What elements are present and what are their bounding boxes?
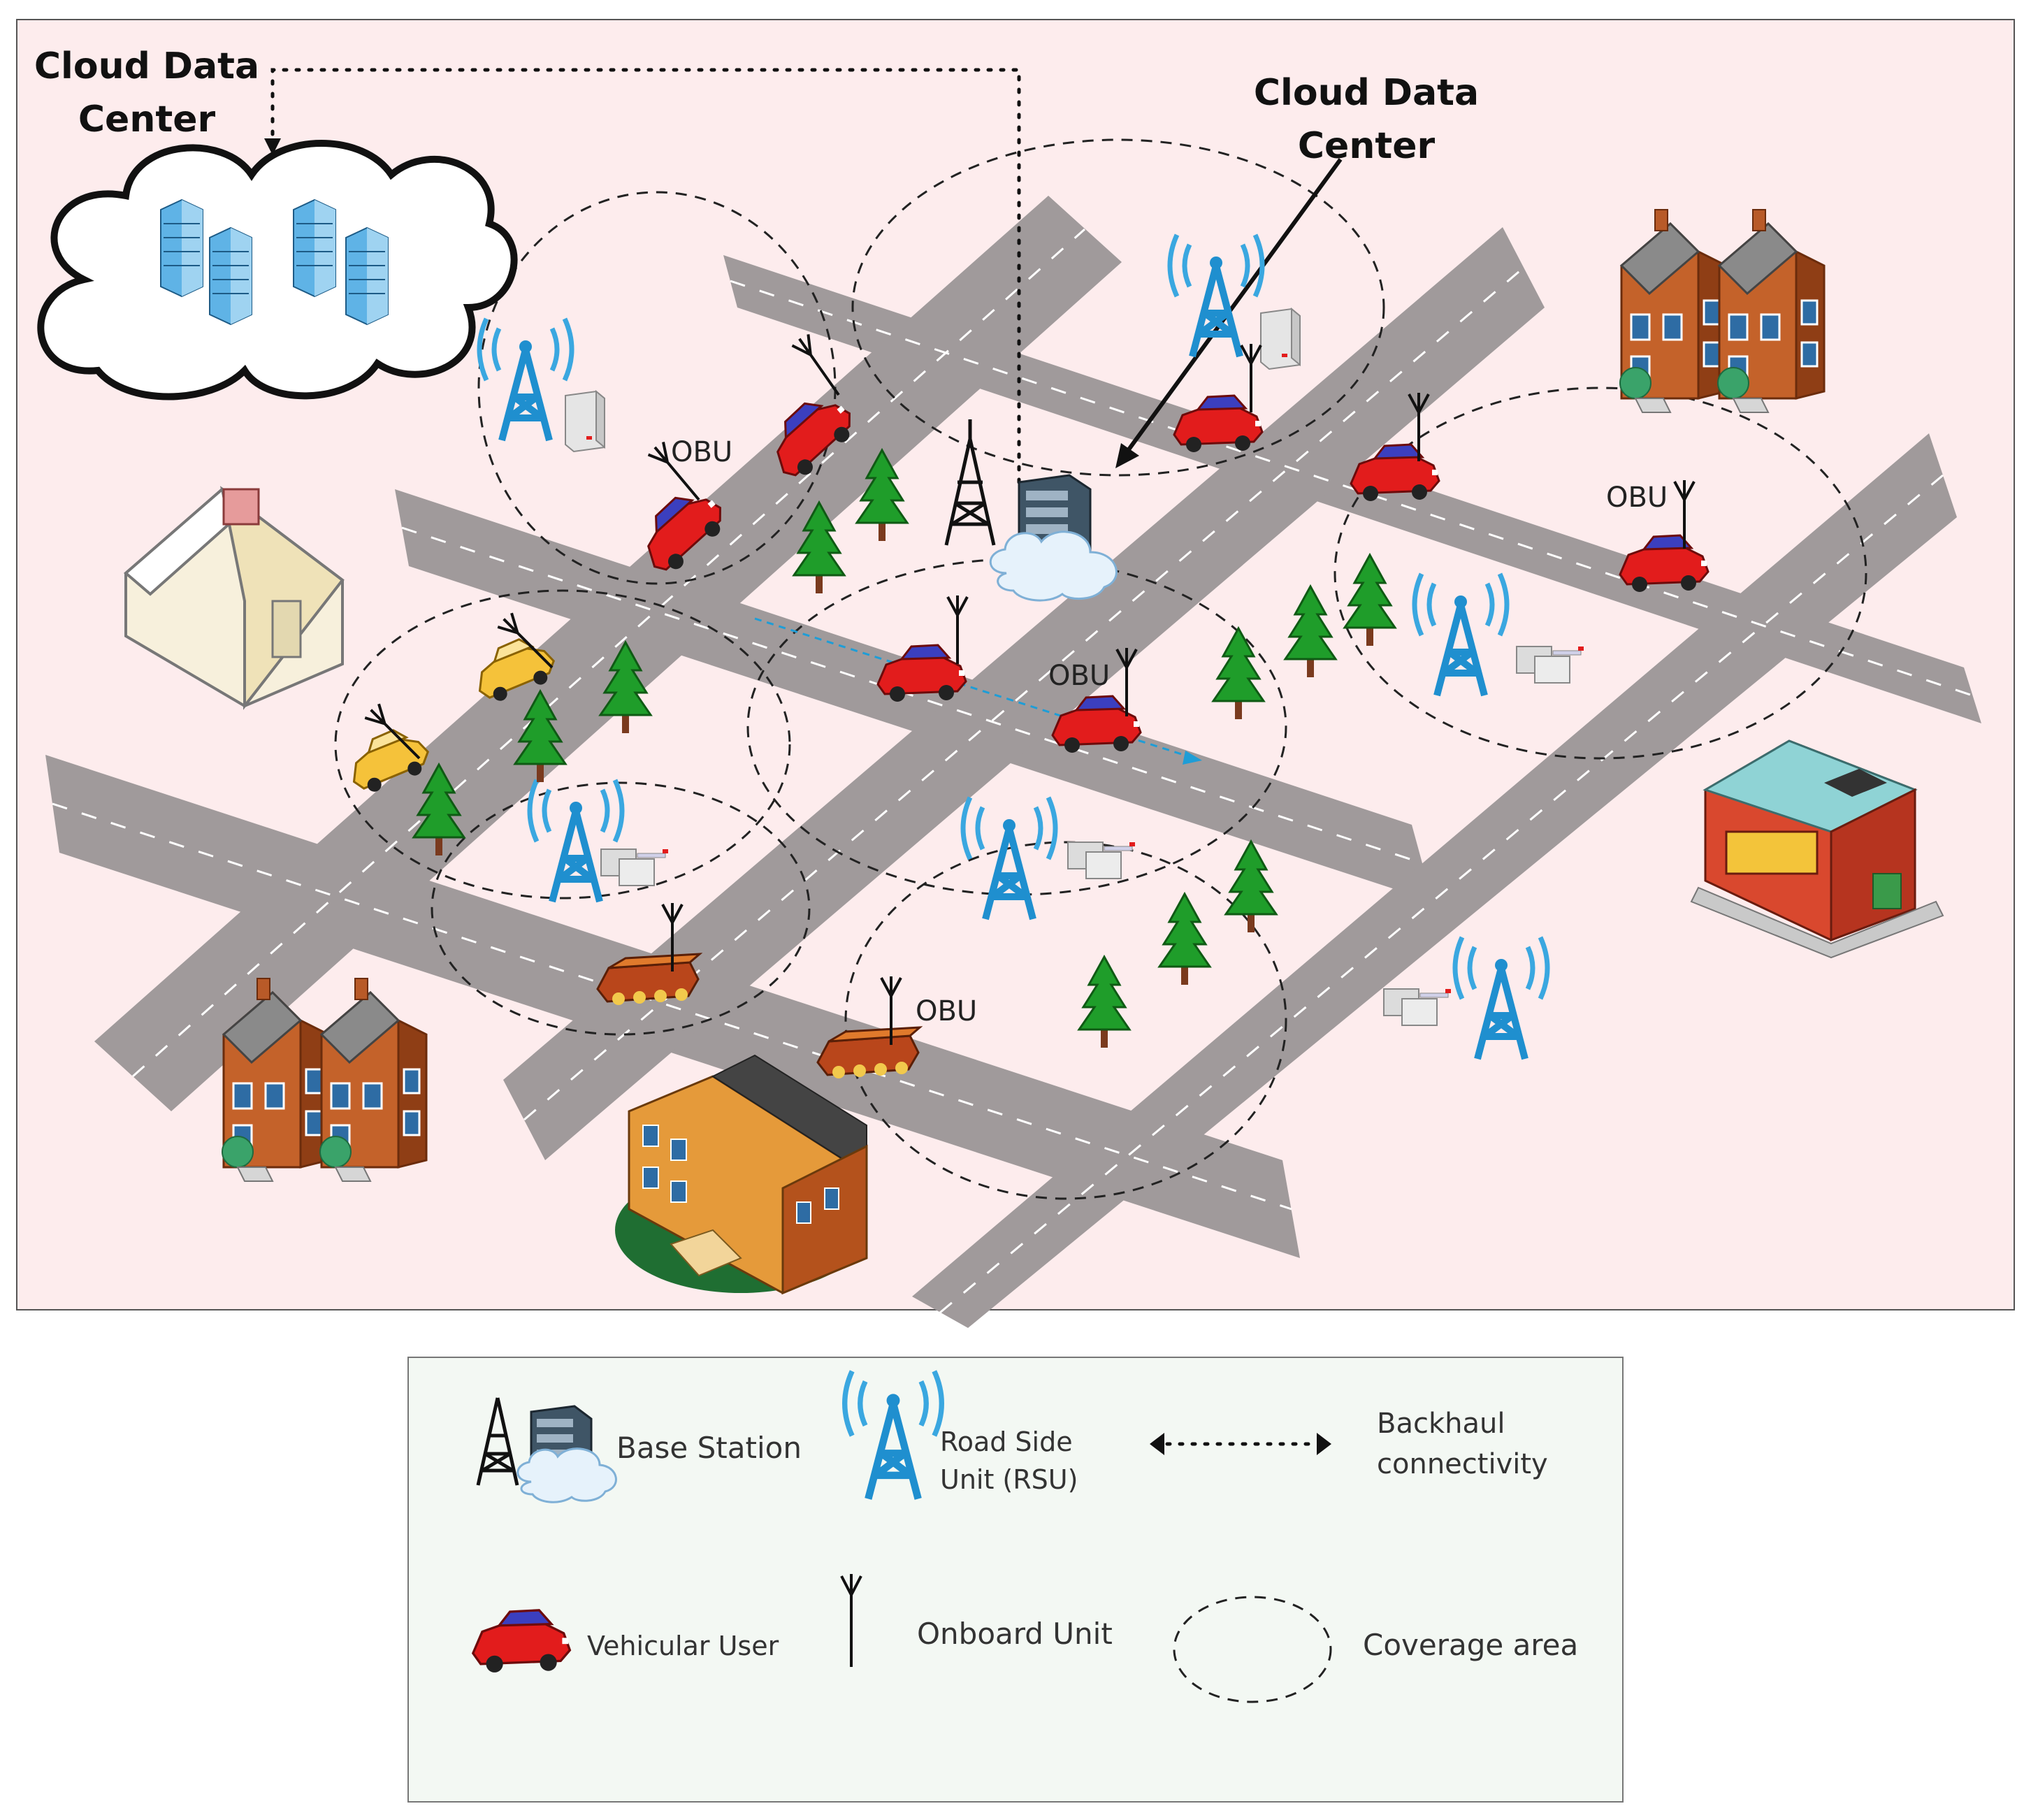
svg-text:Coverage area: Coverage area xyxy=(1363,1628,1578,1662)
svg-text:Backhaul: Backhaul xyxy=(1377,1408,1505,1440)
lattice-tower-icon xyxy=(944,419,996,546)
backhaul-link xyxy=(264,68,1021,484)
coverage-area xyxy=(844,841,1287,1200)
legend-coverage-area: Coverage area xyxy=(1173,1596,1578,1703)
svg-text:OBU: OBU xyxy=(916,995,977,1027)
coverage-areas xyxy=(334,138,1867,1200)
coverage-area xyxy=(334,589,791,900)
svg-text:Cloud Data: Cloud Data xyxy=(34,45,259,87)
legend-vehicular-user: Vehicular User xyxy=(472,1609,779,1674)
server-icon xyxy=(565,391,605,452)
cloud-data-center xyxy=(37,140,518,400)
obu-labels: OBU OBU OBU OBU xyxy=(671,436,1668,1027)
svg-text:Onboard Unit: Onboard Unit xyxy=(917,1617,1113,1651)
antenna-icon xyxy=(840,1574,862,1667)
svg-text:Vehicular User: Vehicular User xyxy=(587,1631,779,1661)
cloud-pointer-arrow xyxy=(1115,158,1343,468)
coverage-area xyxy=(431,781,811,1036)
office-building xyxy=(615,1054,868,1295)
svg-text:Road Side: Road Side xyxy=(940,1427,1073,1457)
svg-text:Base Station: Base Station xyxy=(616,1431,802,1465)
svg-text:Center: Center xyxy=(1298,125,1436,167)
cloud-icon xyxy=(989,530,1118,602)
legend-backhaul: Backhaul connectivity xyxy=(1150,1408,1548,1480)
coverage-area xyxy=(851,138,1385,477)
shop-building xyxy=(1690,739,1944,959)
svg-text:connectivity: connectivity xyxy=(1377,1448,1548,1480)
svg-text:Center: Center xyxy=(78,99,216,140)
svg-text:Cloud Data: Cloud Data xyxy=(1254,72,1479,114)
svg-text:OBU: OBU xyxy=(1048,660,1110,692)
legend-panel xyxy=(407,1357,1624,1803)
base-station xyxy=(944,419,1118,602)
svg-text:OBU: OBU xyxy=(671,436,732,468)
svg-text:Unit (RSU): Unit (RSU) xyxy=(940,1464,1078,1495)
coverage-area xyxy=(1333,387,1867,760)
cloud-left-label: Cloud Data Center xyxy=(34,45,259,140)
svg-text:OBU: OBU xyxy=(1606,482,1668,514)
house-white xyxy=(123,486,345,710)
legend-onboard-unit: Onboard Unit xyxy=(840,1574,1113,1667)
legend-rsu: Road Side Unit (RSU) xyxy=(845,1371,1078,1499)
dashed-ellipse-icon xyxy=(1173,1596,1332,1703)
legend-base-station: Base Station xyxy=(476,1397,802,1503)
server-icon xyxy=(1260,308,1301,370)
cloud-right-label: Cloud Data Center xyxy=(1254,72,1479,167)
lattice-tower-icon xyxy=(476,1397,519,1486)
cloud-icon xyxy=(516,1447,617,1503)
